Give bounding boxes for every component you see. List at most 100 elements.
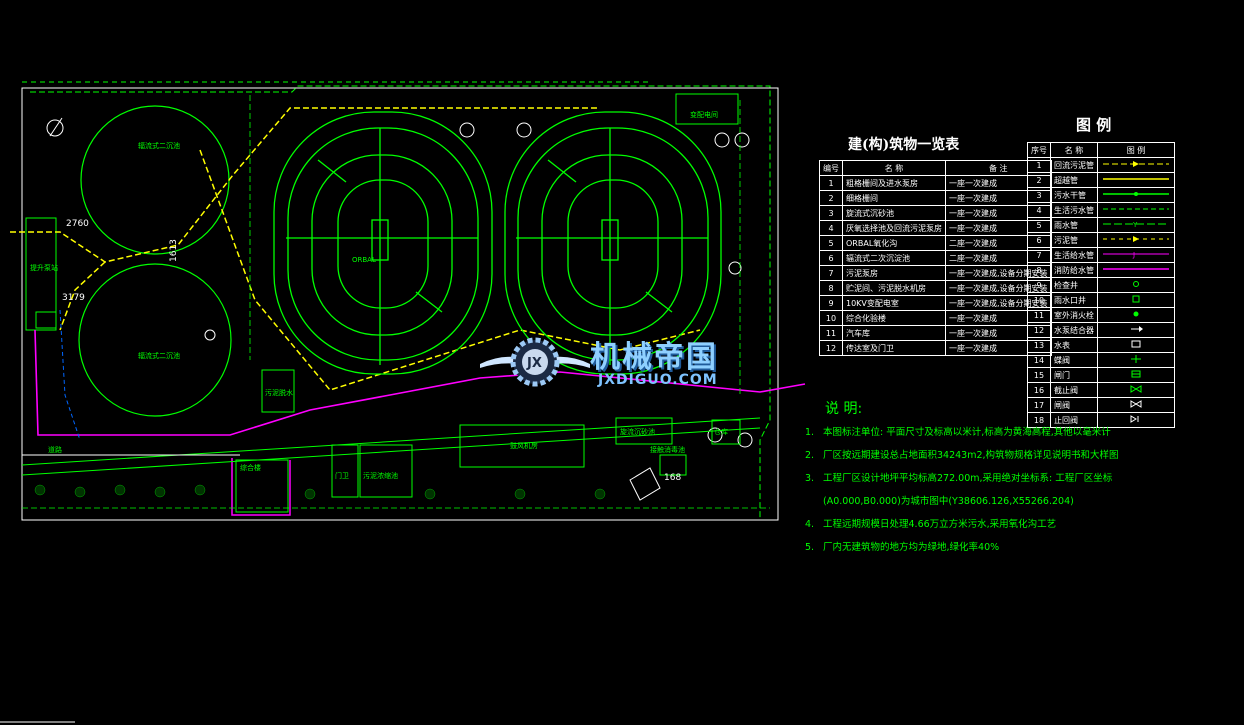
disinfect-label: 接触消毒池 bbox=[650, 445, 685, 454]
building-no: 6 bbox=[819, 250, 843, 266]
clarifier-2 bbox=[78, 263, 232, 417]
legend-no: 15 bbox=[1027, 367, 1051, 383]
legend-no: 1 bbox=[1027, 157, 1051, 173]
svg-text:J: J bbox=[1132, 251, 1135, 259]
legend-name: 雨水口井 bbox=[1050, 292, 1098, 308]
svg-text:JX: JX bbox=[526, 356, 542, 371]
legend-header-symbol: 图 例 bbox=[1097, 142, 1175, 158]
dim-3179: 3179 bbox=[62, 293, 85, 303]
note-number: 2. bbox=[805, 450, 815, 461]
grit-label: 旋流沉砂池 bbox=[620, 427, 655, 436]
legend-name: 截止阀 bbox=[1050, 382, 1098, 398]
building-no: 3 bbox=[819, 205, 843, 221]
watermark-chinese: 机械帝国 bbox=[590, 340, 718, 375]
road-label: 道路 bbox=[48, 445, 62, 454]
notes-title: 说 明: bbox=[825, 401, 863, 417]
notes-section: 说 明: 1. 本图标注单位: 平面尺寸及标高以米计,标高为黄海高程,其他以毫米计… bbox=[805, 398, 1235, 564]
note-text: 工程远期规模日处理4.66万立方米污水,采用氧化沟工艺 bbox=[823, 519, 1057, 530]
legend-symbol-icon bbox=[1097, 187, 1175, 203]
legend-name: 水泵结合器 bbox=[1050, 322, 1098, 338]
building-name: 传达室及门卫 bbox=[842, 340, 946, 356]
legend-no: 3 bbox=[1027, 187, 1051, 203]
building-name: 细格栅间 bbox=[842, 190, 946, 206]
sludge-label: 污泥浓缩池 bbox=[363, 471, 398, 480]
legend-symbol-icon bbox=[1097, 307, 1175, 323]
orbal-label-1: ORBAL bbox=[352, 256, 376, 264]
note-item: 5.厂内无建筑物的地方均为绿地,绿化率40% bbox=[805, 541, 1235, 555]
legend-symbol-icon bbox=[1097, 232, 1175, 248]
building-no: 12 bbox=[819, 340, 843, 356]
building-name: 厌氧选择池及回流污泥泵房 bbox=[842, 220, 946, 236]
note-text: 工程厂区设计地坪平均标高272.00m,采用绝对坐标系: 工程厂区坐标 bbox=[823, 473, 1113, 484]
building-table-title: 建(构)筑物一览表 bbox=[848, 137, 960, 153]
disinfect-tank bbox=[659, 454, 687, 476]
legend-name: 污泥管 bbox=[1050, 232, 1098, 248]
building-no: 9 bbox=[819, 295, 843, 311]
building-no: 10 bbox=[819, 310, 843, 326]
dim-2760: 2760 bbox=[66, 219, 89, 229]
note-text: 厂区按远期建设总占地面积34243m2,构筑物规格详见说明书和大样图 bbox=[823, 450, 1119, 461]
legend-no: 12 bbox=[1027, 322, 1051, 338]
note-item: 1. 本图标注单位: 平面尺寸及标高以米计,标高为黄海高程,其他以毫米计 bbox=[805, 426, 1235, 440]
legend-no: 9 bbox=[1027, 277, 1051, 293]
note-item: 2. 厂区按远期建设总占地面积34243m2,构筑物规格详见说明书和大样图 bbox=[805, 449, 1235, 463]
legend-symbol-icon bbox=[1097, 262, 1175, 278]
legend-header-name: 名 称 bbox=[1050, 142, 1098, 158]
legend-name: 污水干管 bbox=[1050, 187, 1098, 203]
note-text: 本图标注单位: 平面尺寸及标高以米计,标高为黄海高程,其他以毫米计 bbox=[823, 427, 1111, 438]
north-arrow-icon bbox=[46, 119, 64, 137]
note-item: 3.工程厂区设计地坪平均标高272.00m,采用绝对坐标系: 工程厂区坐标 bbox=[805, 472, 1235, 486]
legend-no: 4 bbox=[1027, 202, 1051, 218]
note-item: 4.工程远期规模日处理4.66万立方米污水,采用氧化沟工艺 bbox=[805, 518, 1235, 532]
note-number: 1. bbox=[805, 427, 815, 438]
gear-logo-icon: JX bbox=[480, 337, 590, 387]
note-number: 5. bbox=[805, 542, 815, 553]
grit-chamber bbox=[615, 417, 673, 445]
pipe-yellow-1 bbox=[10, 107, 600, 263]
tree-icons bbox=[204, 122, 753, 448]
legend-symbol-icon bbox=[1097, 337, 1175, 353]
store-label: 仓库 bbox=[714, 427, 728, 436]
legend-no: 5 bbox=[1027, 217, 1051, 233]
blower-label: 鼓风机房 bbox=[510, 441, 538, 450]
legend-name: 雨水管 bbox=[1050, 217, 1098, 233]
building-no: 2 bbox=[819, 190, 843, 206]
legend-name: 蝶阀 bbox=[1050, 352, 1098, 368]
pipe-blue bbox=[59, 309, 81, 441]
building-no: 4 bbox=[819, 220, 843, 236]
building-no: 5 bbox=[819, 235, 843, 251]
legend-symbol-icon bbox=[1097, 292, 1175, 308]
header-name: 名 称 bbox=[842, 160, 946, 176]
building-name: 综合化验楼 bbox=[842, 310, 946, 326]
building-name: 汽车库 bbox=[842, 325, 946, 341]
pipe-magenta bbox=[34, 329, 806, 436]
building-no: 11 bbox=[819, 325, 843, 341]
site-boundary bbox=[21, 87, 779, 521]
clarifier-2-label: 辐流式二沉池 bbox=[138, 351, 180, 360]
building-no: 8 bbox=[819, 280, 843, 296]
watermark: JX 机械帝国 JXDIGUO.COM bbox=[480, 332, 780, 394]
legend-name: 生活污水管 bbox=[1050, 202, 1098, 218]
legend-no: 10 bbox=[1027, 292, 1051, 308]
legend-symbol-icon bbox=[1097, 412, 1175, 428]
legend-symbol-icon bbox=[1097, 322, 1175, 338]
building-name: 10KV变配电室 bbox=[842, 295, 946, 311]
legend-no: 2 bbox=[1027, 172, 1051, 188]
legend-symbol-icon: Y bbox=[1097, 217, 1175, 233]
legend-no: 11 bbox=[1027, 307, 1051, 323]
legend-name: 生活给水管 bbox=[1050, 247, 1098, 263]
